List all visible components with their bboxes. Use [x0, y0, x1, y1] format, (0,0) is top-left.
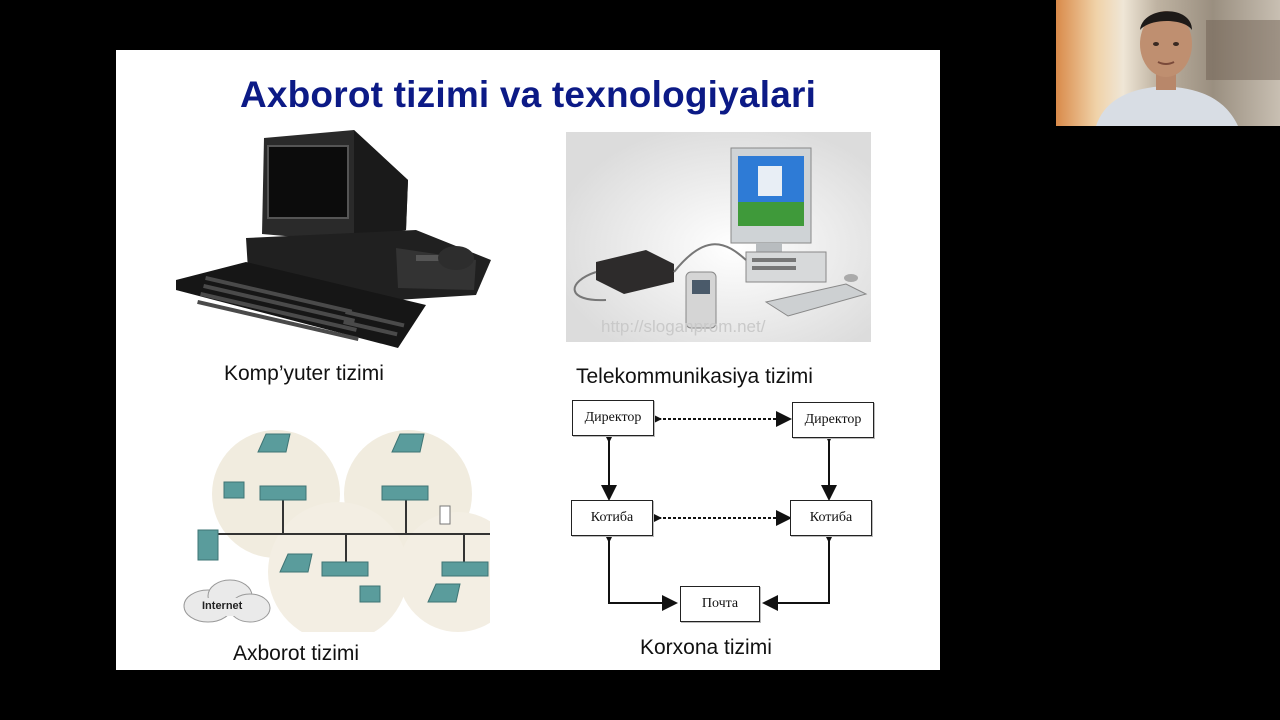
telecom-illustration: http://sloganprom.net/: [566, 132, 871, 342]
caption-telecom: Telekommunikasiya tizimi: [576, 365, 813, 388]
slide-title: Axborot tizimi va texnologiyalari: [239, 74, 817, 115]
caption-computer: Komp’yuter tizimi: [224, 362, 384, 385]
org-mail: Почта: [680, 586, 760, 622]
org-director-right: Директор: [792, 402, 874, 438]
caption-enterprise: Korxona tizimi: [640, 636, 772, 659]
org-secretary-left: Котиба: [571, 500, 653, 536]
computer-illustration: [176, 130, 491, 348]
network-illustration: Internet: [183, 430, 490, 632]
cloud-icon: [183, 579, 271, 623]
internet-label: Internet: [202, 600, 243, 612]
webcam-overlay: [1056, 0, 1280, 126]
webcam-person: [1096, 11, 1280, 126]
org-director-left: Директор: [572, 400, 654, 436]
caption-info: Axborot tizimi: [233, 642, 360, 665]
telecom-watermark: http://sloganprom.net/: [601, 317, 766, 336]
org-chart-lines: [601, 411, 837, 611]
org-secretary-right: Котиба: [790, 500, 872, 536]
presentation-slide: Axborot tizimi va texnologiyalari Komp’y…: [116, 50, 940, 670]
